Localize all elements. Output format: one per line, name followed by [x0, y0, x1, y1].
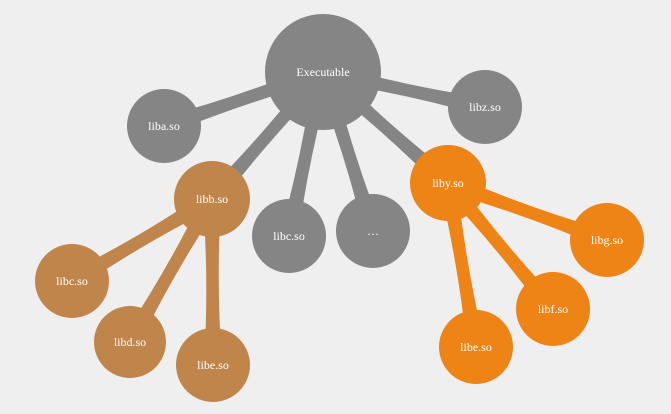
node-circle-libe-y: [439, 310, 513, 384]
node-label-libf: libf.so: [538, 302, 568, 316]
node-libc-dep: libc.so: [35, 244, 109, 318]
node-label-libg: libg.so: [591, 233, 623, 247]
edge-libb-to-libe_b: [203, 198, 222, 366]
node-ellipsis: …: [336, 194, 410, 268]
node-circle-liby: [410, 145, 486, 221]
node-libg: libg.so: [570, 203, 644, 277]
node-libb: libb.so: [174, 161, 250, 237]
node-executable: Executable: [265, 14, 381, 130]
node-circle-libz: [448, 70, 522, 144]
node-label-liby: liby.so: [432, 176, 464, 190]
node-liba: liba.so: [127, 89, 201, 163]
node-libe-b: libe.so: [176, 328, 250, 402]
edge-liby-to-libg: [444, 174, 611, 249]
node-label-liba: liba.so: [148, 119, 180, 133]
node-liby: liby.so: [410, 145, 486, 221]
node-circle-executable: [265, 14, 381, 130]
node-label-ellipsis: …: [367, 224, 379, 238]
node-circle-ellipsis: [336, 194, 410, 268]
node-label-libc-dep: libc.so: [56, 274, 88, 288]
node-label-libz: libz.so: [469, 100, 501, 114]
node-label-libe-y: libe.so: [460, 340, 492, 354]
node-libz: libz.so: [448, 70, 522, 144]
node-circle-libc-root: [252, 199, 326, 273]
node-label-libd: libd.so: [114, 335, 146, 349]
node-libc-root: libc.so: [252, 199, 326, 273]
node-circle-libb: [174, 161, 250, 237]
node-circle-libd: [94, 306, 166, 378]
node-label-executable: Executable: [296, 65, 349, 79]
node-libe-y: libe.so: [439, 310, 513, 384]
node-libf: libf.so: [516, 272, 590, 346]
node-label-libc-root: libc.so: [273, 229, 305, 243]
node-circle-libg: [570, 203, 644, 277]
node-circle-liba: [127, 89, 201, 163]
nodes-layer: Executable liba.so libz.so libb.so libc.so … l…: [35, 14, 644, 402]
node-circle-libe-b: [176, 328, 250, 402]
node-circle-libf: [516, 272, 590, 346]
node-label-libb: libb.so: [196, 192, 228, 206]
edge-liby-to-libe_y: [439, 181, 485, 349]
node-circle-libc-dep: [35, 244, 109, 318]
node-libd: libd.so: [94, 306, 166, 378]
node-label-libe-b: libe.so: [197, 358, 229, 372]
